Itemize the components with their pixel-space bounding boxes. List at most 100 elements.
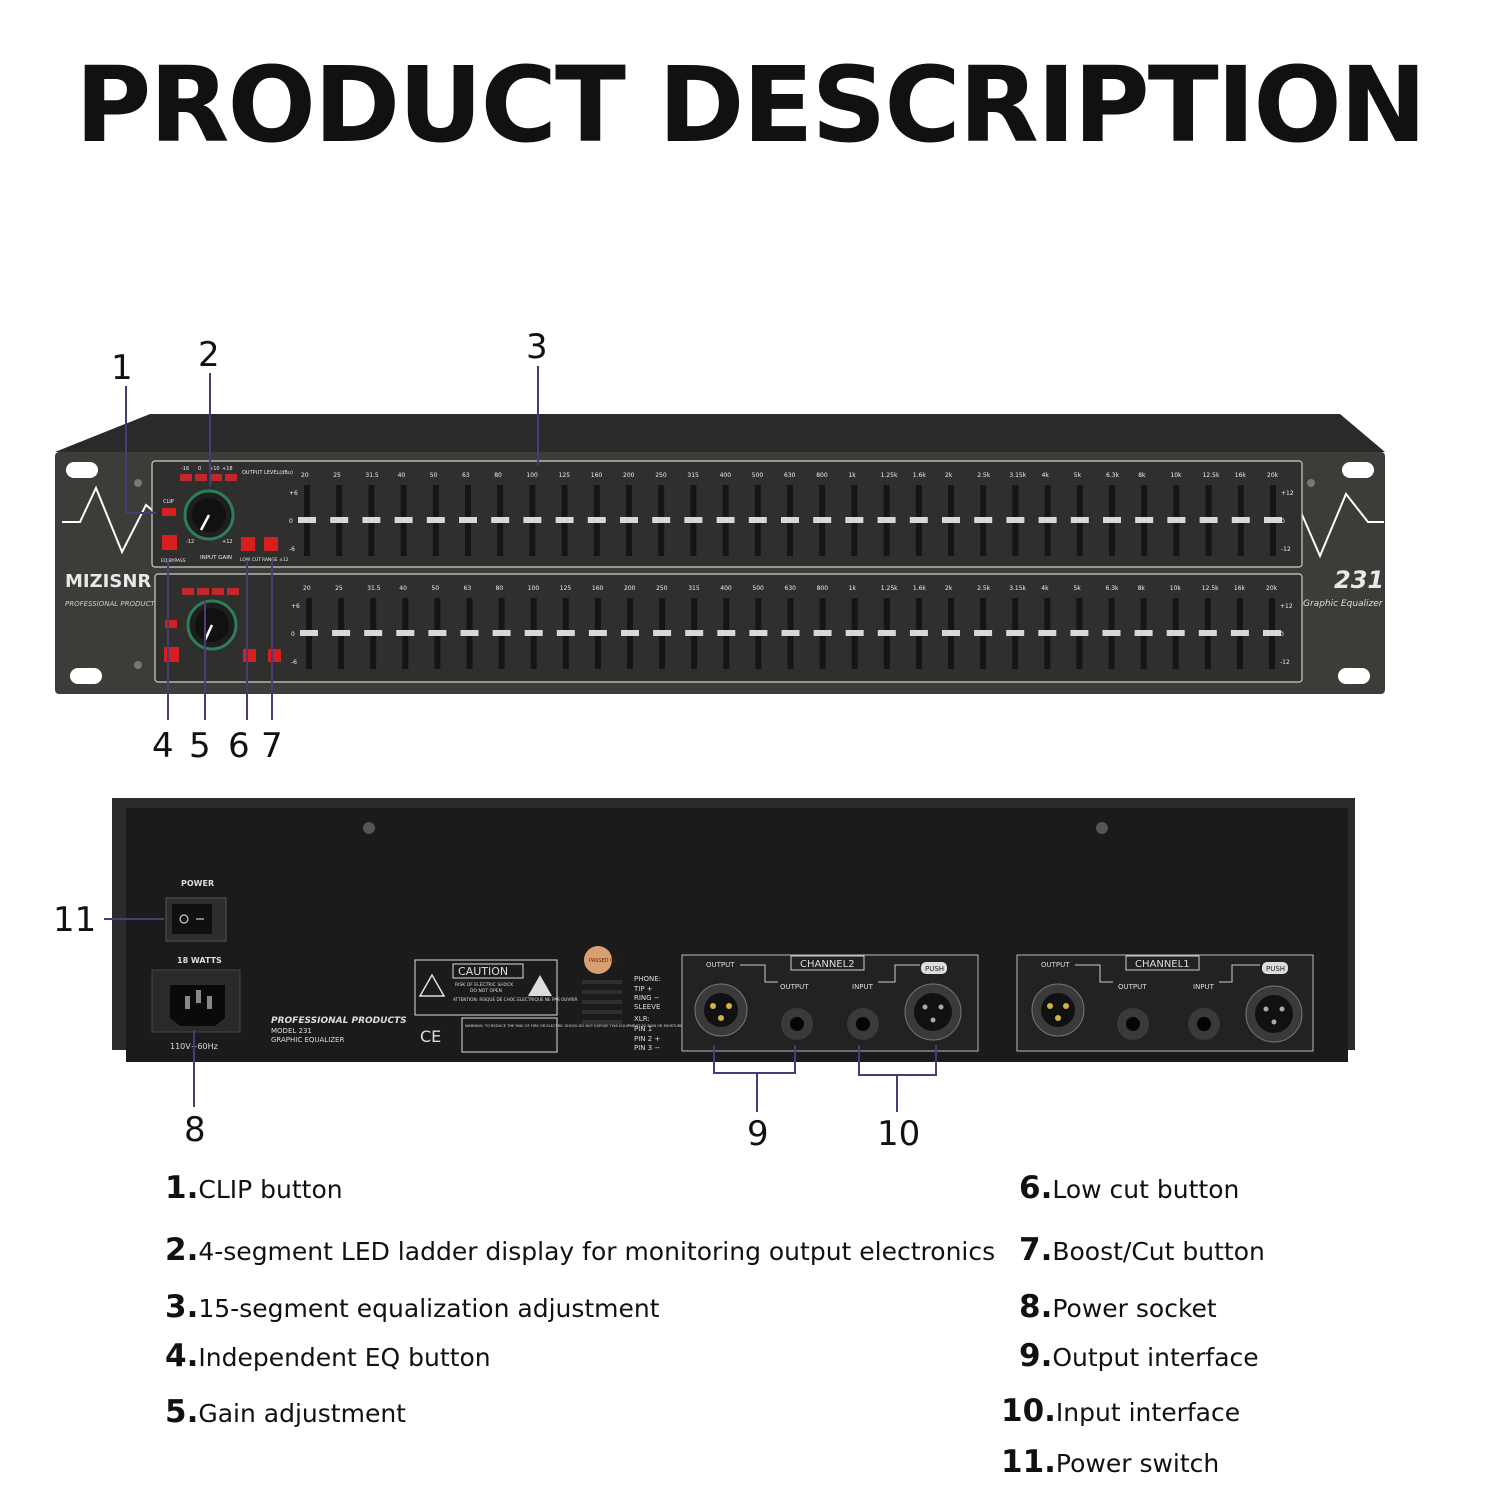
channel-2-slider-cap[interactable] [396, 630, 415, 636]
channel-1-slider-cap[interactable] [1231, 517, 1250, 523]
channel-1-slider-cap[interactable] [362, 517, 381, 523]
channel-1-slider-cap[interactable] [1199, 517, 1218, 523]
channel-1-slider-cap[interactable] [909, 517, 928, 523]
channel-1-slider-cap[interactable] [620, 517, 638, 523]
callout-8: 8 [184, 1110, 206, 1150]
channel-1-freq-label: 500 [752, 472, 764, 479]
channel-1-slider-cap[interactable] [587, 517, 606, 523]
channel-1-slider-cap[interactable] [845, 517, 864, 523]
channel-2-slider-cap[interactable] [300, 630, 318, 636]
legend-text: Independent EQ button [198, 1343, 491, 1372]
channel-2-slider-cap[interactable] [1134, 630, 1153, 636]
clip-button-ch2[interactable] [165, 620, 177, 628]
channel-1-slider-cap[interactable] [716, 517, 735, 523]
range-label: RANGE ±12 [262, 557, 289, 563]
channel-2-slider-cap[interactable] [1263, 630, 1281, 636]
eq-bypass-button[interactable] [162, 535, 177, 550]
channel-2-slider-cap[interactable] [685, 630, 704, 636]
channel-2-slider-cap[interactable] [556, 630, 575, 636]
channel-1-slider-cap[interactable] [298, 517, 316, 523]
channel-1-slider-cap[interactable] [1070, 517, 1089, 523]
range-button-ch2[interactable] [268, 649, 281, 662]
channel-2-slider-cap[interactable] [1166, 630, 1185, 636]
channel-2-slider-cap[interactable] [1102, 630, 1121, 636]
channel-2-slider-cap[interactable] [1230, 630, 1249, 636]
legend-text: Input interface [1055, 1398, 1241, 1427]
channel-2-freq-label: 40 [399, 585, 407, 592]
channel-1-slider-cap[interactable] [877, 517, 896, 523]
output-level-label: OUTPUT LEVEL(dBu) [242, 470, 293, 476]
channel-2-slider-cap[interactable] [781, 630, 800, 636]
channel-2-slider-cap[interactable] [845, 630, 864, 636]
channel-1-scale-left: +6 [289, 490, 298, 497]
channel-1-slider-cap[interactable] [1264, 517, 1282, 523]
channel-1-slider-cap[interactable] [394, 517, 413, 523]
channel-1-slider-cap[interactable] [491, 517, 510, 523]
channel-2-slider-cap[interactable] [1198, 630, 1217, 636]
channel-2-slider-cap[interactable] [813, 630, 832, 636]
channel-1-slider-cap[interactable] [1006, 517, 1025, 523]
channel-1-freq-label: 200 [623, 472, 635, 479]
channel-2-slider-cap[interactable] [974, 630, 993, 636]
channel-1-freq-label: 25 [333, 472, 341, 479]
channel-2-slider-cap[interactable] [524, 630, 543, 636]
channel-2-slider-cap[interactable] [1070, 630, 1089, 636]
channel-2-slider-cap[interactable] [364, 630, 383, 636]
range-button[interactable] [264, 537, 278, 551]
channel-1-slider-cap[interactable] [555, 517, 574, 523]
channel-1-freq-label: 31.5 [365, 472, 379, 479]
channel-1-slider-cap[interactable] [1103, 517, 1121, 523]
channel-2-slider-cap[interactable] [1038, 630, 1057, 636]
legend-text: Power socket [1052, 1294, 1217, 1323]
clip-button[interactable] [162, 508, 176, 516]
channel-1-freq-label: 1.25k [881, 472, 898, 479]
channel-2-slider-cap[interactable] [492, 630, 511, 636]
legend-num: 8. [1019, 1289, 1053, 1325]
channel-2-slider-cap[interactable] [942, 630, 960, 636]
input-jack-label-ch1: INPUT [1193, 983, 1215, 991]
channel-1-slider-cap[interactable] [1167, 517, 1186, 523]
channel-1-slider-cap[interactable] [459, 517, 477, 523]
channel-1-slider-cap[interactable] [1135, 517, 1154, 523]
callout-lines [104, 366, 937, 1112]
channel-2-slider-cap[interactable] [717, 630, 736, 636]
channel-2-slider-cap[interactable] [877, 630, 896, 636]
channel-1-slider-cap[interactable] [652, 517, 671, 523]
legend-item-3: 3.15-segment equalization adjustment [165, 1289, 660, 1325]
channel-1-freq-label: 400 [720, 472, 732, 479]
output-jack-label: OUTPUT [780, 983, 809, 991]
channel1-label: CHANNEL1 [1135, 959, 1190, 970]
channel-1-slider-cap[interactable] [426, 517, 445, 523]
channel-2-slider-cap[interactable] [332, 630, 351, 636]
legend-text: Low cut button [1052, 1175, 1240, 1204]
legend-item-10: 10.Input interface [1001, 1393, 1240, 1429]
channel-1-slider-cap[interactable] [942, 517, 960, 523]
channel-2-slider-cap[interactable] [1006, 630, 1025, 636]
channel-1-slider-cap[interactable] [1038, 517, 1057, 523]
pin2-label: PIN 2 + [634, 1035, 660, 1043]
channel-2-slider-cap[interactable] [428, 630, 447, 636]
channel-1-slider-cap[interactable] [748, 517, 767, 523]
low-cut-label: LOW CUT [240, 557, 261, 563]
channel-2-slider-cap[interactable] [653, 630, 672, 636]
channel-1-slider-cap[interactable] [684, 517, 703, 523]
low-cut-button-ch2[interactable] [243, 649, 256, 662]
channel-1-slider-cap[interactable] [781, 517, 799, 523]
channel-2-slider-cap[interactable] [749, 630, 768, 636]
channel-2-freq-label: 160 [592, 585, 604, 592]
channel-2-slider-cap[interactable] [588, 630, 607, 636]
channel-2-slider-cap[interactable] [621, 630, 639, 636]
power-switch[interactable] [172, 904, 212, 934]
legend-text: Power switch [1055, 1449, 1220, 1478]
channel-2-freq-label: 50 [431, 585, 439, 592]
channel-2-slider-cap[interactable] [460, 630, 479, 636]
eq-bypass-button-ch2[interactable] [164, 647, 179, 662]
channel-1-slider-cap[interactable] [523, 517, 542, 523]
low-cut-button[interactable] [241, 537, 255, 551]
channel-1-slider-cap[interactable] [813, 517, 832, 523]
channel-2-slider-cap[interactable] [909, 630, 928, 636]
input-gain-label: INPUT GAIN [200, 555, 232, 561]
channel-1-slider-cap[interactable] [330, 517, 349, 523]
attention-label: ATTENTION: RISQUE DE CHOC ELECTRIQUE NE … [453, 997, 577, 1002]
channel-1-slider-cap[interactable] [974, 517, 993, 523]
